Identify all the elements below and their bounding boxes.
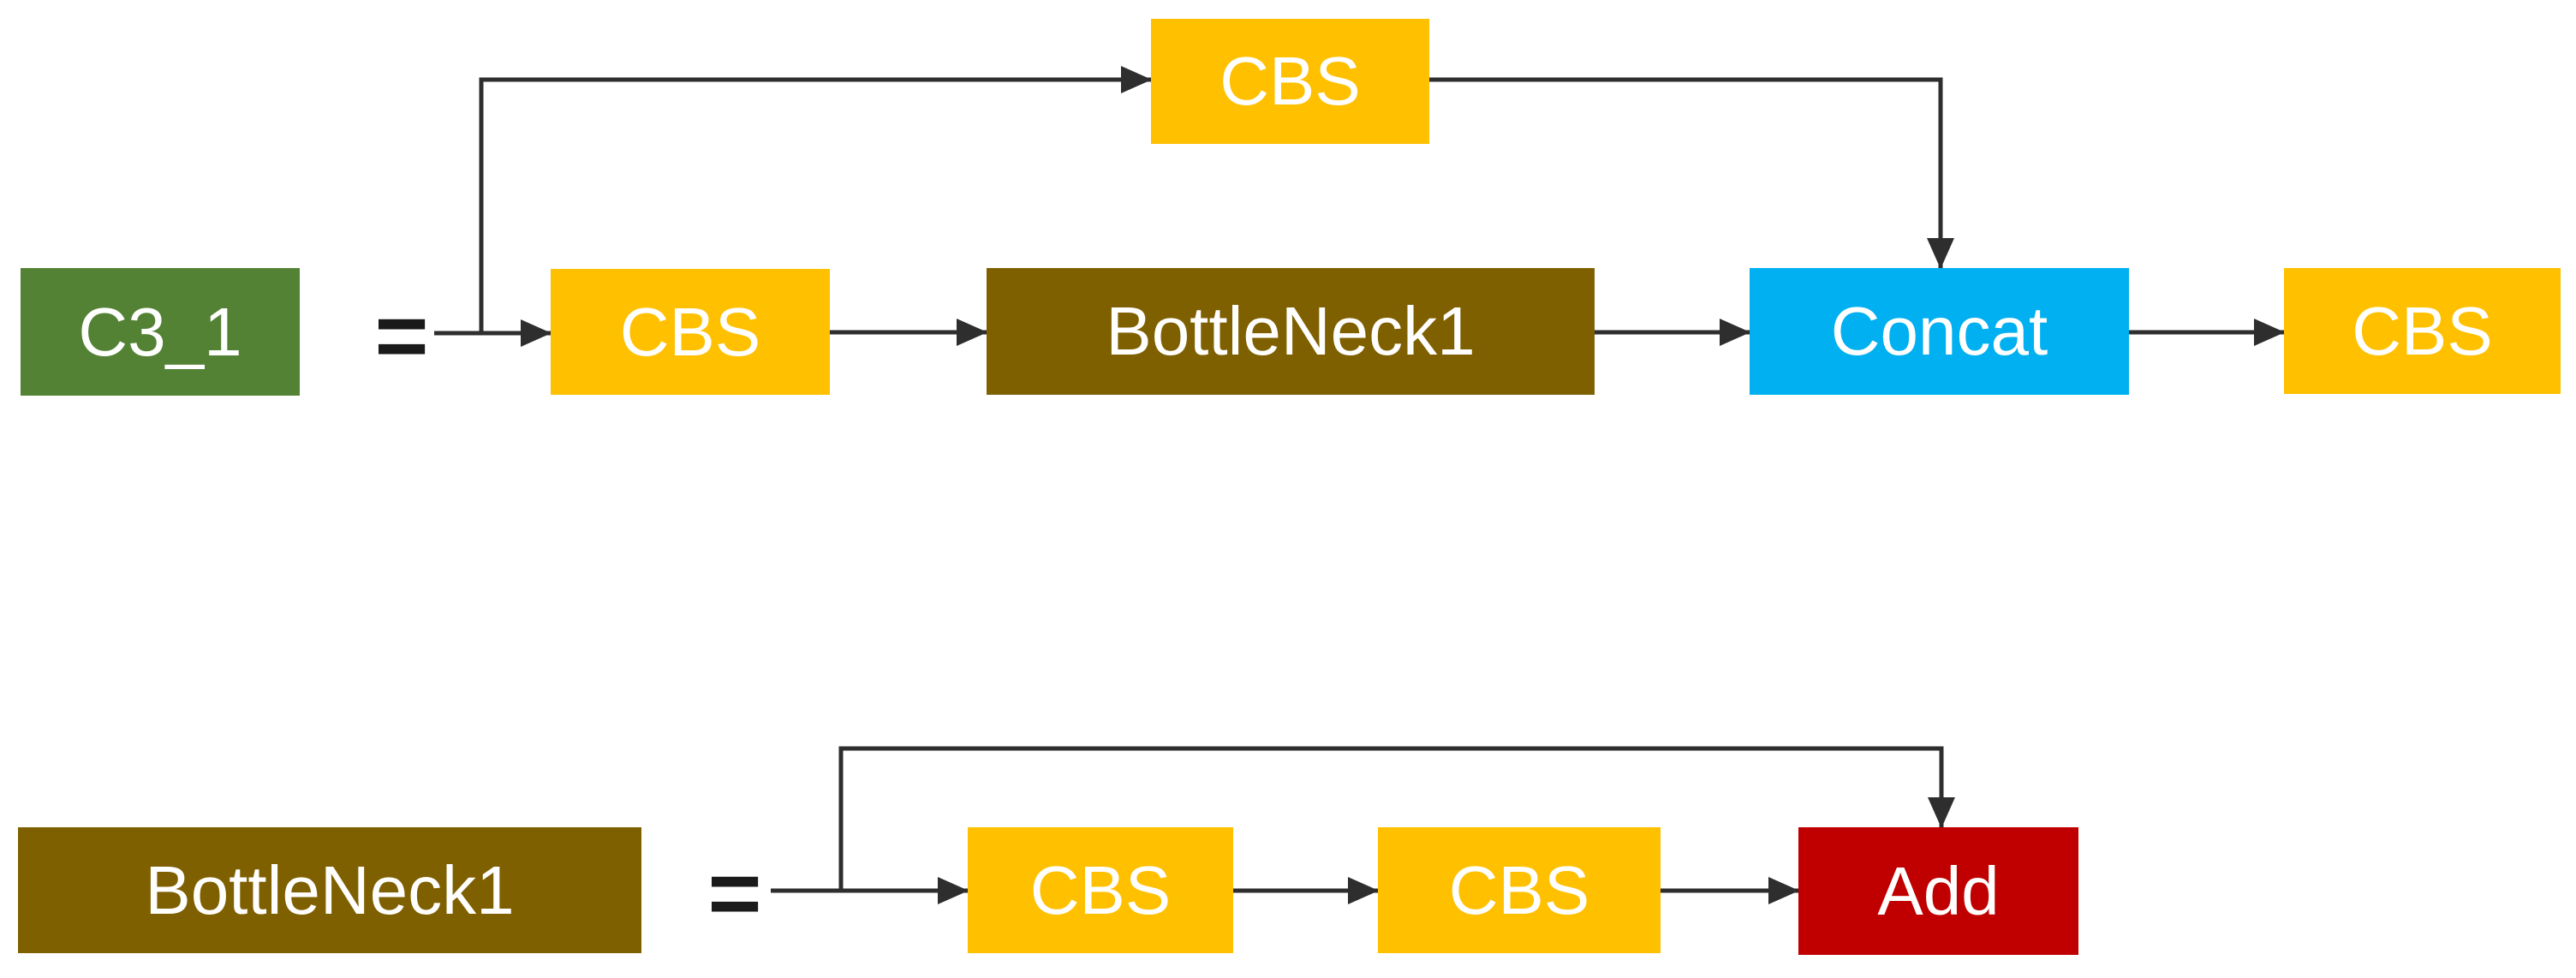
- connector-branch-to-top-cbs: [479, 66, 1152, 333]
- connector-skip-to-add: [838, 746, 1955, 891]
- node-add-label: Add: [1877, 852, 2000, 929]
- node-cbs-shortcut-label: CBS: [1219, 43, 1361, 119]
- node-bottleneck1-lhs: BottleNeck1: [18, 827, 641, 953]
- node-c3-1: C3_1: [21, 268, 300, 396]
- node-concat-label: Concat: [1830, 293, 2048, 369]
- node-cbs-4: CBS: [1378, 827, 1661, 953]
- node-bottleneck1-lhs-label: BottleNeck1: [145, 851, 515, 928]
- equals-sign-bottom: =: [707, 841, 762, 945]
- node-cbs-3: CBS: [968, 827, 1233, 953]
- connector-top-cbs-to-concat: [1429, 77, 1954, 269]
- node-add: Add: [1798, 827, 2078, 955]
- node-cbs-shortcut: CBS: [1151, 19, 1429, 144]
- node-cbs-2: CBS: [2284, 268, 2561, 394]
- node-cbs-1-label: CBS: [619, 293, 761, 370]
- equals-sign-top: =: [374, 283, 429, 387]
- node-bottleneck1: BottleNeck1: [987, 268, 1595, 395]
- node-cbs-3-label: CBS: [1029, 851, 1172, 928]
- node-cbs-4-label: CBS: [1448, 851, 1590, 928]
- node-cbs-2-label: CBS: [2352, 292, 2493, 369]
- node-bottleneck1-label: BottleNeck1: [1106, 293, 1476, 369]
- node-cbs-1: CBS: [551, 269, 830, 395]
- node-c3-1-label: C3_1: [78, 293, 242, 370]
- node-concat: Concat: [1750, 268, 2129, 395]
